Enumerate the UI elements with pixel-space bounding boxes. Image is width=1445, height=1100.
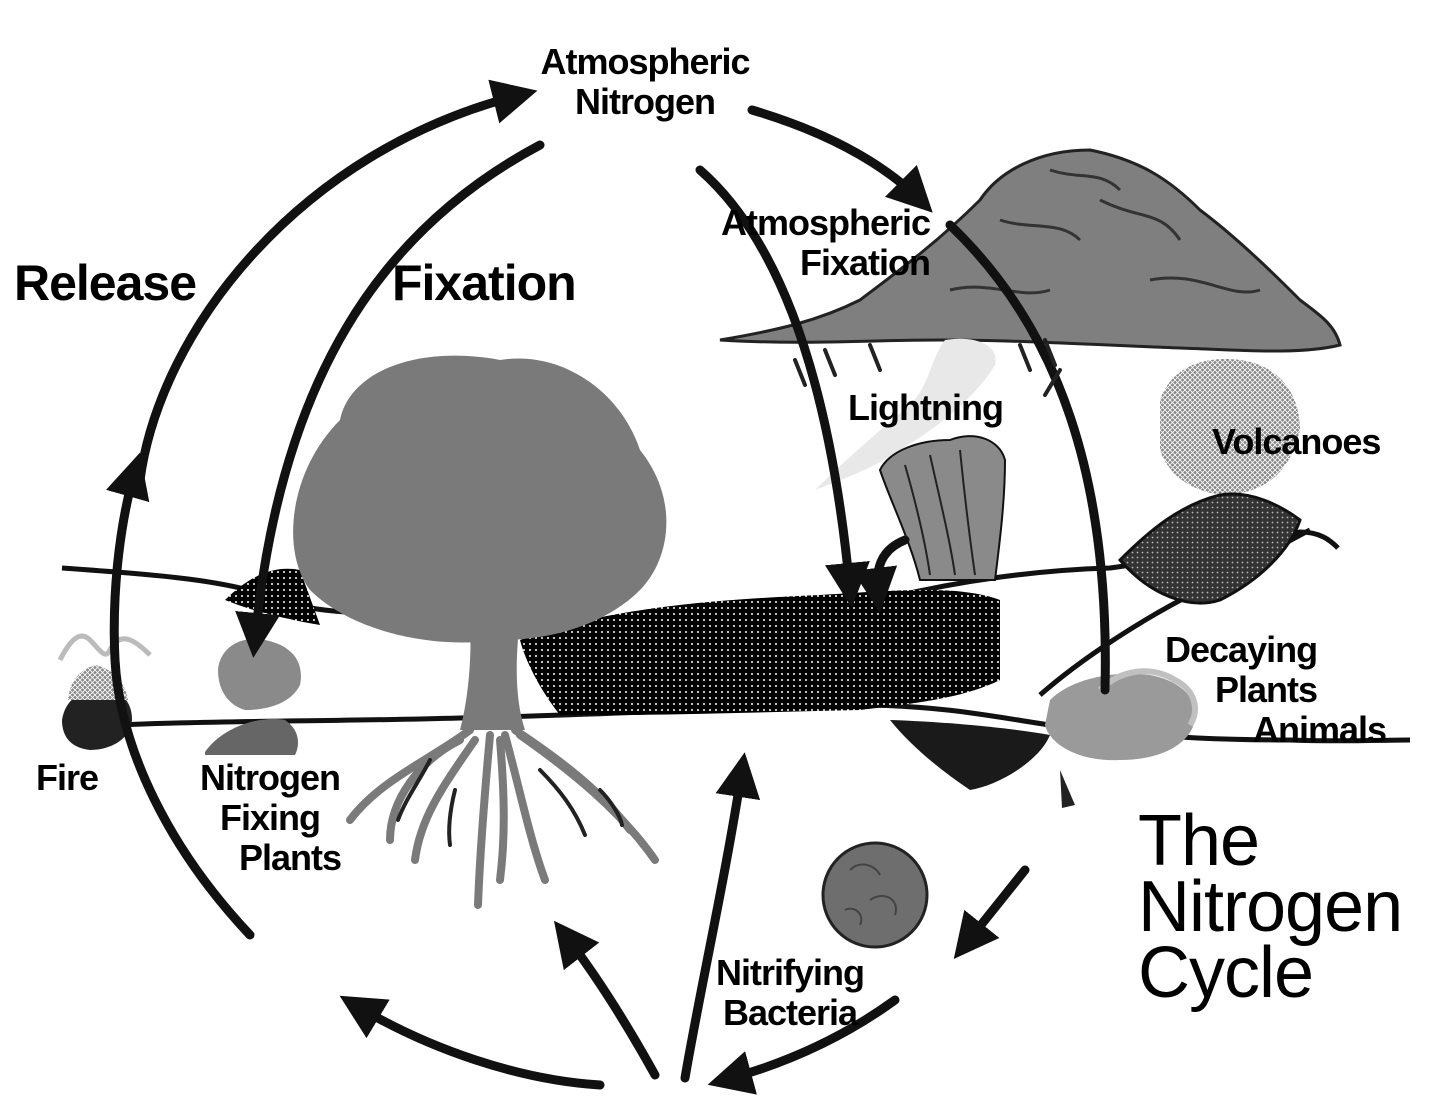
label-decaying-line3: Animals bbox=[1253, 709, 1387, 750]
fixation-arrow bbox=[235, 140, 545, 658]
plant-arrow bbox=[852, 535, 910, 613]
lightning-flash bbox=[815, 338, 996, 490]
volcano bbox=[1117, 359, 1302, 605]
bacteria-texture bbox=[844, 863, 897, 926]
decay-to-bacteria-arrow bbox=[953, 865, 1030, 960]
cycle-arrows bbox=[105, 79, 1110, 1095]
grass-plant bbox=[878, 435, 1007, 581]
diagram-title-line3: Cycle bbox=[1138, 933, 1314, 1013]
bottom-to-roots-arrow bbox=[553, 920, 660, 1080]
nitrogen-fixing-plants bbox=[205, 638, 301, 755]
release-lower-arc bbox=[105, 452, 255, 940]
label-fire: Fire bbox=[36, 757, 99, 798]
bottom-left-arrow bbox=[339, 995, 605, 1090]
label-atmospheric-nitrogen: Atmospheric Nitrogen bbox=[530, 44, 760, 120]
diagram-title: The Nitrogen Cycle bbox=[1138, 801, 1403, 1013]
storm-cloud bbox=[719, 148, 1342, 353]
label-decaying: Decaying Plants Animals bbox=[1165, 632, 1415, 748]
label-volcanoes: Volcanoes bbox=[1212, 421, 1381, 462]
label-nitrifying-bacteria-line1: Nitrifying bbox=[716, 952, 865, 993]
dark-water bbox=[890, 720, 1050, 790]
label-nitrogen-fixing-plants: Nitrogen Fixing Plants bbox=[180, 760, 360, 876]
rain-marks bbox=[793, 338, 1062, 397]
label-nitrogen-fixing-plants-line1: Nitrogen bbox=[200, 757, 341, 798]
hill-left bbox=[225, 568, 320, 625]
label-atmospheric-fixation: Atmospheric Fixation bbox=[680, 202, 931, 283]
label-nitrogen-fixing-plants-line3: Plants bbox=[238, 837, 342, 878]
diagram-title-line2: Nitrogen bbox=[1138, 867, 1403, 947]
label-atmospheric-nitrogen-line1: Atmospheric bbox=[540, 41, 750, 82]
label-nitrifying-bacteria-line2: Bacteria bbox=[722, 992, 858, 1033]
label-atmospheric-fixation-line2: Fixation bbox=[799, 242, 931, 283]
decaying-matter bbox=[1045, 668, 1198, 808]
label-fixation: Fixation bbox=[392, 255, 577, 311]
label-atmospheric-fixation-line1: Atmospheric bbox=[720, 202, 931, 243]
label-lightning: Lightning bbox=[848, 387, 1004, 428]
label-release: Release bbox=[14, 255, 197, 311]
soil-layer bbox=[520, 590, 1000, 716]
bacteria-circle bbox=[821, 841, 929, 949]
fire bbox=[57, 633, 152, 750]
bottom-to-soil-arrow bbox=[680, 752, 761, 1083]
atmospheric-fixation-arrow bbox=[695, 165, 870, 608]
tree bbox=[293, 355, 667, 909]
label-decaying-line2: Plants bbox=[1215, 669, 1318, 710]
label-nitrifying-bacteria: Nitrifying Bacteria bbox=[700, 955, 880, 1031]
to-cloud-arrow bbox=[747, 105, 933, 213]
label-decaying-line1: Decaying bbox=[1165, 629, 1318, 670]
label-nitrogen-fixing-plants-line2: Fixing bbox=[220, 797, 321, 838]
release-arrow bbox=[135, 79, 538, 485]
volcano-decay-arc bbox=[945, 220, 1110, 695]
bacteria-to-bottom-arrow bbox=[707, 995, 900, 1095]
label-atmospheric-nitrogen-line2: Nitrogen bbox=[575, 81, 716, 122]
diagram-title-line1: The bbox=[1138, 801, 1260, 881]
